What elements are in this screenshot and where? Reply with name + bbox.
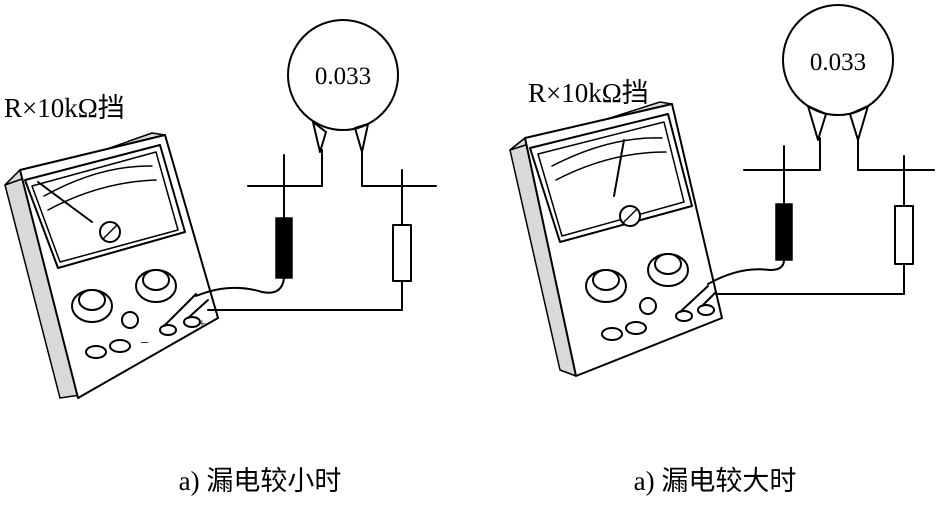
jack-4-a: [183, 316, 201, 328]
needle-b: [613, 139, 625, 197]
range-label-a: R×10kΩ挡: [4, 93, 125, 123]
caption-a: a) 漏电较小时: [179, 466, 342, 496]
jack-4-b: [697, 304, 715, 316]
jack-2-b: [625, 321, 647, 335]
red-probe-b: [894, 205, 914, 265]
circuit-b: [707, 145, 935, 295]
panel-a: R×10kΩ挡: [4, 19, 437, 496]
jack-2-a: [109, 339, 131, 353]
jack-1-a: [85, 345, 107, 359]
adjust-knob-b: [639, 297, 657, 315]
dial-inner-a: [31, 151, 179, 263]
lead-black-b: [707, 259, 785, 285]
lead-black-a: [195, 277, 285, 297]
svg-text:+: +: [198, 317, 206, 332]
caption-b: a) 漏电较大时: [634, 466, 797, 496]
capacitor-b: 0.033: [782, 4, 894, 171]
capacitor-value-a: 0.033: [315, 63, 371, 90]
jack-1-b: [601, 327, 623, 341]
black-probe-b: [775, 203, 793, 261]
jack-3-a: [159, 324, 177, 336]
dial-scale-arc2-a: [47, 179, 157, 211]
dial-scale-arc-a: [43, 165, 153, 197]
dial-scale-arc-b: [551, 137, 663, 167]
black-probe-a: [275, 217, 293, 279]
capacitor-body-b: [782, 4, 894, 116]
circuit-a: [195, 154, 437, 311]
capacitor-value-b: 0.033: [810, 49, 866, 76]
capacitor-a: 0.033: [287, 19, 399, 187]
multimeter-a: − +: [4, 132, 219, 399]
capacitor-body-a: [287, 19, 399, 131]
dial-window-a: [24, 144, 186, 269]
dial-scale-arc2-b: [555, 151, 667, 181]
dial-inner-b: [537, 121, 685, 237]
adjust-knob-a: [121, 311, 139, 329]
jack-3-b: [675, 310, 693, 322]
red-probe-a: [392, 224, 412, 282]
svg-text:−: −: [140, 335, 149, 352]
range-label-b: R×10kΩ挡: [528, 78, 649, 108]
panel-b: R×10kΩ挡 0.033: [509, 4, 935, 496]
needle-a: [37, 181, 93, 223]
multimeter-b: [509, 101, 723, 377]
